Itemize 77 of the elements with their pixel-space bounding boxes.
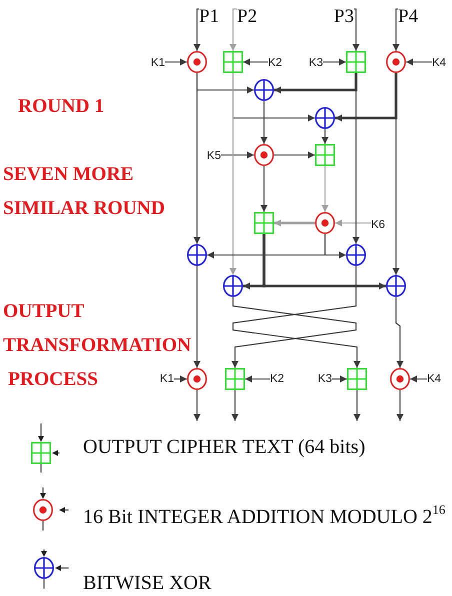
dotted-circle-symbol [390, 368, 410, 390]
section-label: ROUND 1 [18, 95, 104, 119]
key-label: K3 [318, 372, 332, 386]
dotted-circle-symbol [315, 212, 335, 234]
grid-square-symbol [346, 51, 366, 73]
grid-square-symbol [254, 212, 274, 234]
circled-plus-symbol [254, 79, 274, 101]
arrow [352, 73, 360, 244]
grid-square-symbol [347, 368, 367, 390]
section-label: OUTPUT [3, 300, 84, 324]
arrow [406, 58, 432, 66]
key-label: K6 [371, 218, 386, 232]
arrow [274, 152, 315, 158]
key-label: K5 [206, 150, 221, 162]
section-label: PROCESS [8, 368, 98, 392]
input-label: P4 [398, 6, 418, 28]
dotted-circle-symbol [386, 51, 406, 73]
dotted-circle-symbol [187, 368, 207, 390]
arrow [232, 297, 357, 368]
section-label: TRANSFORMATION [3, 334, 192, 358]
circled-plus-symbol [346, 244, 366, 266]
key-label: K2 [268, 56, 282, 70]
arrow [194, 390, 200, 421]
arrow [352, 8, 360, 51]
section-label: SEVEN MORE [3, 163, 134, 187]
arrow [232, 390, 238, 421]
arrow [324, 234, 346, 258]
arrow [335, 220, 371, 226]
arrow [392, 73, 400, 275]
input-label: P1 [199, 6, 220, 28]
key-label: K2 [270, 372, 284, 386]
arrow [232, 266, 360, 368]
legend-text: 16 Bit INTEGER ADDITION MODULO 2$^{16}$ [83, 505, 446, 529]
arrow [245, 376, 270, 382]
arrow [322, 166, 328, 212]
arrow [262, 234, 386, 290]
key-label: K4 [427, 372, 442, 386]
key-label: K1 [160, 372, 174, 386]
section-label: SIMILAR ROUND [3, 197, 165, 221]
dotted-circle-symbol [254, 144, 274, 166]
circled-plus-symbol [223, 275, 243, 297]
arrow [396, 390, 404, 421]
input-label: P3 [334, 6, 354, 28]
grid-square-symbol [225, 368, 245, 390]
arrow [243, 58, 268, 66]
arrow [194, 73, 200, 244]
arrow [230, 8, 237, 51]
circled-plus-symbol [386, 275, 406, 297]
arrow [274, 220, 315, 226]
dotted-circle-symbol [187, 51, 207, 73]
arrow [260, 101, 268, 144]
legend-text: BITWISE XOR [83, 571, 212, 595]
arrow [274, 73, 358, 94]
input-label: P2 [237, 6, 258, 28]
key-label: K1 [150, 56, 165, 70]
arrow [230, 73, 236, 275]
arrow [221, 152, 254, 158]
grid-square-symbol [223, 51, 243, 73]
arrow [165, 58, 187, 66]
arrow [332, 376, 347, 382]
arrow [323, 58, 346, 66]
circled-plus-symbol [187, 244, 207, 266]
arrow [174, 376, 187, 382]
key-label: K4 [432, 56, 446, 70]
key-label: K3 [308, 56, 323, 70]
arrow [392, 8, 400, 51]
grid-square-symbol [315, 144, 335, 166]
arrow [335, 73, 398, 122]
arrow [194, 8, 200, 51]
arrow [410, 376, 427, 382]
legend-text: OUTPUT CIPHER TEXT (64 bits) [83, 435, 366, 459]
arrow [354, 390, 360, 421]
arrow [194, 266, 200, 368]
arrow [260, 166, 268, 212]
arrow [322, 129, 328, 144]
arrow [395, 297, 404, 368]
circled-plus-symbol [315, 107, 335, 129]
